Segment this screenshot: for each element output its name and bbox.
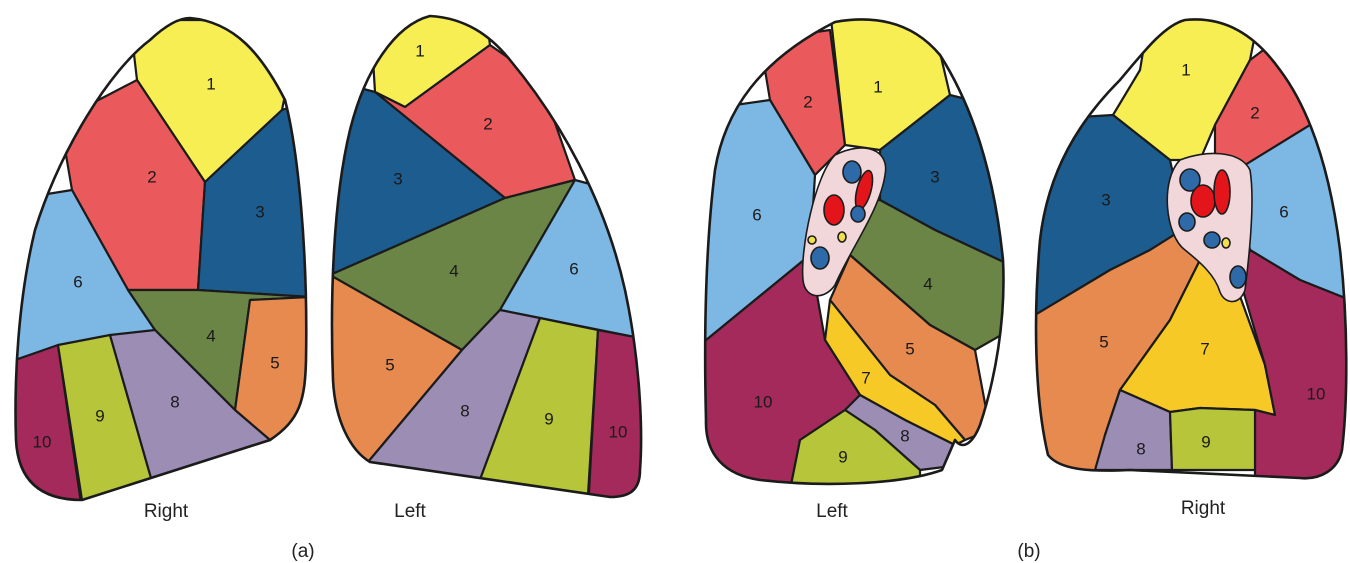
label-10: 10 xyxy=(33,432,52,451)
panel-b-left-lung: 2 1 3 6 4 5 7 10 8 9 xyxy=(700,10,1010,490)
label-2: 2 xyxy=(483,114,492,133)
label-8: 8 xyxy=(170,392,179,411)
vein-icon xyxy=(1179,213,1195,231)
vein-icon xyxy=(1204,232,1220,248)
label-10: 10 xyxy=(609,422,628,441)
label-1: 1 xyxy=(206,74,215,93)
label-10: 10 xyxy=(1307,384,1326,403)
label-3: 3 xyxy=(930,167,939,186)
label-2: 2 xyxy=(803,92,812,111)
label-8: 8 xyxy=(460,401,469,420)
artery-icon xyxy=(824,195,844,225)
panel-a-caption: (a) xyxy=(243,541,363,563)
bronchus-icon xyxy=(838,232,846,242)
label-7: 7 xyxy=(861,368,870,387)
label-7: 7 xyxy=(1200,339,1209,358)
label-1: 1 xyxy=(1181,60,1190,79)
segment-9 xyxy=(1170,408,1255,470)
label-5: 5 xyxy=(1099,332,1108,351)
label-1: 1 xyxy=(415,41,424,60)
label-8: 8 xyxy=(1136,439,1145,458)
label-10: 10 xyxy=(754,392,773,411)
label-4: 4 xyxy=(923,274,932,293)
panel-b-right-lung: 1 2 3 6 5 7 10 8 9 xyxy=(1030,10,1350,480)
label-2: 2 xyxy=(1250,103,1259,122)
label-9: 9 xyxy=(544,409,553,428)
vein-icon xyxy=(1230,266,1246,288)
artery-icon xyxy=(1191,185,1215,217)
label-2: 2 xyxy=(147,167,156,186)
label-3: 3 xyxy=(1101,190,1110,209)
label-1: 1 xyxy=(873,77,882,96)
label-5: 5 xyxy=(385,355,394,374)
label-4: 4 xyxy=(206,326,215,345)
label-4: 4 xyxy=(449,261,458,280)
bronchus-icon xyxy=(1222,238,1230,248)
label-6: 6 xyxy=(73,272,82,291)
vein-icon xyxy=(811,247,829,269)
label-8: 8 xyxy=(900,426,909,445)
label-3: 3 xyxy=(255,202,264,221)
vein-icon xyxy=(851,206,865,222)
vein-icon xyxy=(843,161,861,183)
label-5: 5 xyxy=(905,339,914,358)
label-9: 9 xyxy=(95,406,104,425)
panel-b-caption: (b) xyxy=(969,541,1089,563)
label-9: 9 xyxy=(1201,432,1210,451)
artery-icon xyxy=(1214,170,1230,214)
panel-a-left-lung: 1 2 3 4 6 5 8 9 10 xyxy=(330,10,650,510)
panel-b-right-caption: Right xyxy=(1143,498,1263,520)
label-3: 3 xyxy=(393,169,402,188)
label-6: 6 xyxy=(569,259,578,278)
label-6: 6 xyxy=(752,205,761,224)
panel-a-right-lung: 1 2 3 6 4 5 9 8 10 xyxy=(10,18,310,510)
panel-b-left-caption: Left xyxy=(772,501,892,523)
panel-a-left-caption: Left xyxy=(350,501,470,523)
bronchus-icon xyxy=(808,236,816,244)
label-9: 9 xyxy=(838,447,847,466)
panel-a-right-caption: Right xyxy=(106,501,226,523)
label-5: 5 xyxy=(270,353,279,372)
label-6: 6 xyxy=(1279,202,1288,221)
